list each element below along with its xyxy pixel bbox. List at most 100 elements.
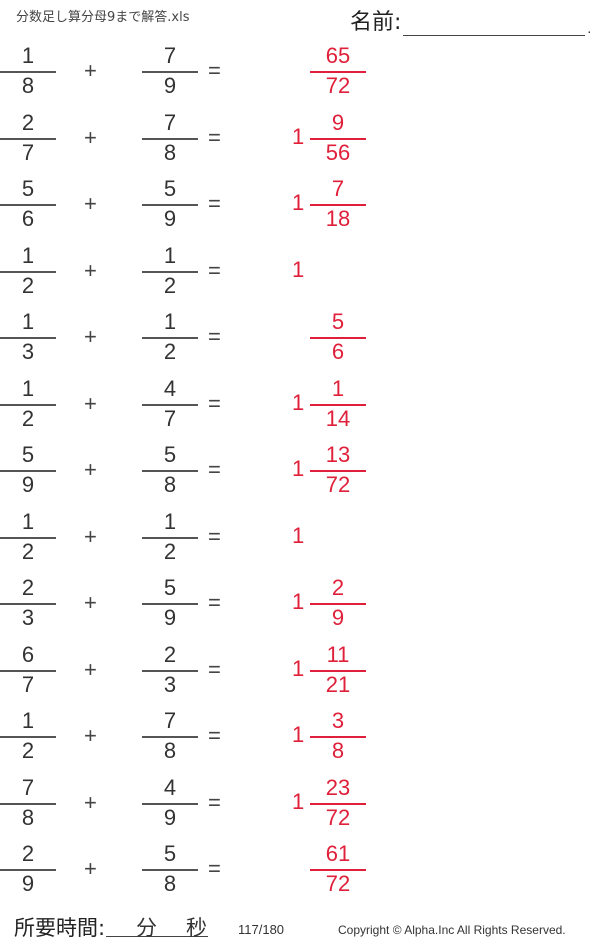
- numerator: 4: [163, 376, 177, 401]
- fraction-bar: [310, 138, 366, 140]
- plus-sign: +: [84, 723, 97, 748]
- fraction-bar: [310, 869, 366, 871]
- plus-sign: +: [84, 524, 97, 549]
- fraction-bar: [0, 537, 56, 539]
- fraction-bar: [0, 204, 56, 206]
- name-end-dot: .: [587, 22, 592, 36]
- numerator: 9: [331, 110, 345, 135]
- plus-sign: +: [84, 657, 97, 682]
- numerator: 7: [163, 43, 177, 68]
- fraction-bar: [310, 71, 366, 73]
- denominator: 3: [21, 339, 35, 364]
- denominator: 2: [163, 539, 177, 564]
- fraction-bar: [142, 138, 198, 140]
- numerator: 3: [331, 708, 345, 733]
- denominator: 9: [21, 472, 35, 497]
- fraction-bar: [310, 603, 366, 605]
- denominator: 8: [163, 140, 177, 165]
- numerator: 1: [21, 309, 35, 334]
- name-blank-line[interactable]: [403, 15, 586, 36]
- answer-whole-number: 1: [292, 456, 305, 481]
- fraction-bar: [0, 337, 56, 339]
- numerator: 7: [21, 775, 35, 800]
- denominator: 2: [21, 273, 35, 298]
- answer-whole-number: 1: [292, 722, 305, 747]
- answer-whole-number: 1: [292, 190, 305, 215]
- numerator: 5: [163, 176, 177, 201]
- denominator: 14: [325, 406, 351, 431]
- numerator: 23: [325, 775, 351, 800]
- fraction-bar: [0, 71, 56, 73]
- answer-whole-number: 1: [292, 390, 305, 415]
- copyright-notice: Copyright © Alpha.Inc All Rights Reserve…: [338, 923, 566, 937]
- denominator: 72: [325, 472, 351, 497]
- page-count: 117/180: [238, 922, 285, 937]
- denominator: 72: [325, 871, 351, 896]
- denominator: 2: [21, 406, 35, 431]
- fraction-bar: [142, 537, 198, 539]
- answer-whole-number: 1: [292, 124, 305, 149]
- denominator: 9: [163, 73, 177, 98]
- fraction-bar: [142, 71, 198, 73]
- fraction-bar: [310, 736, 366, 738]
- numerator: 1: [331, 376, 345, 401]
- denominator: 2: [163, 273, 177, 298]
- time-required-blank[interactable]: 分 秒: [106, 912, 208, 940]
- equals-sign: =: [208, 723, 221, 748]
- fraction-bar: [310, 470, 366, 472]
- denominator: 2: [21, 539, 35, 564]
- denominator: 8: [163, 738, 177, 763]
- fraction-bar: [142, 470, 198, 472]
- fraction-bar: [0, 603, 56, 605]
- plus-sign: +: [84, 258, 97, 283]
- equals-sign: =: [208, 524, 221, 549]
- answer-whole-number: 1: [292, 257, 305, 282]
- name-label: 名前:: [350, 10, 402, 35]
- numerator: 5: [21, 442, 35, 467]
- numerator: 4: [163, 775, 177, 800]
- numerator: 2: [21, 110, 35, 135]
- equals-sign: =: [208, 191, 221, 216]
- equals-sign: =: [208, 657, 221, 682]
- numerator: 1: [21, 376, 35, 401]
- fraction-bar: [310, 670, 366, 672]
- denominator: 9: [163, 206, 177, 231]
- equals-sign: =: [208, 125, 221, 150]
- plus-sign: +: [84, 391, 97, 416]
- plus-sign: +: [84, 191, 97, 216]
- denominator: 9: [163, 605, 177, 630]
- seconds-label: 秒: [186, 916, 207, 940]
- plus-sign: +: [84, 457, 97, 482]
- numerator: 5: [163, 575, 177, 600]
- equals-sign: =: [208, 856, 221, 881]
- denominator: 6: [331, 339, 345, 364]
- fraction-bar: [0, 670, 56, 672]
- numerator: 2: [163, 642, 177, 667]
- denominator: 56: [325, 140, 351, 165]
- fraction-bar: [0, 803, 56, 805]
- numerator: 1: [163, 309, 177, 334]
- denominator: 8: [21, 805, 35, 830]
- equals-sign: =: [208, 457, 221, 482]
- fraction-bar: [142, 204, 198, 206]
- denominator: 8: [163, 871, 177, 896]
- numerator: 6: [21, 642, 35, 667]
- plus-sign: +: [84, 856, 97, 881]
- numerator: 5: [163, 841, 177, 866]
- equals-sign: =: [208, 590, 221, 615]
- numerator: 1: [163, 243, 177, 268]
- numerator: 7: [331, 176, 345, 201]
- plus-sign: +: [84, 790, 97, 815]
- denominator: 7: [21, 672, 35, 697]
- numerator: 1: [21, 43, 35, 68]
- numerator: 61: [325, 841, 351, 866]
- answer-whole-number: 1: [292, 523, 305, 548]
- denominator: 72: [325, 805, 351, 830]
